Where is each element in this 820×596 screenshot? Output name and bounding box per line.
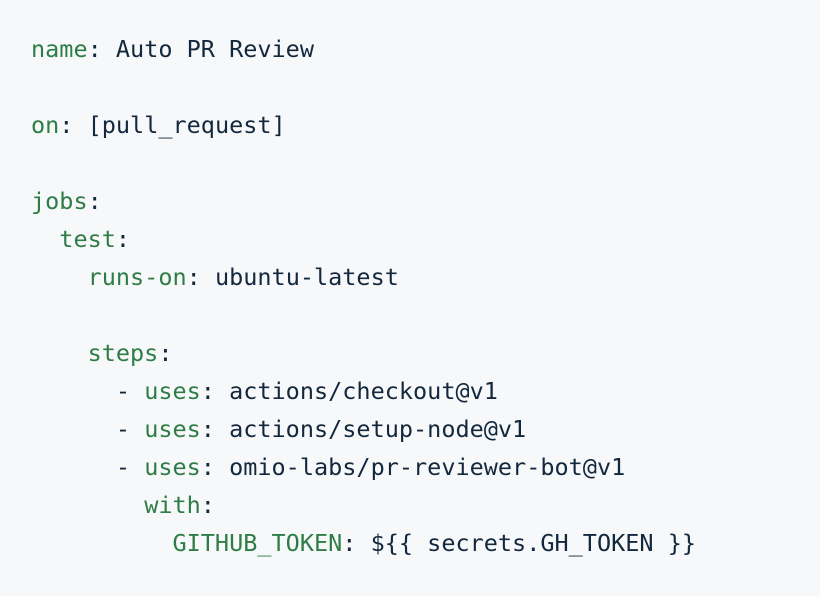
line-blank-2 xyxy=(31,144,820,182)
line-steps: steps: xyxy=(31,334,820,372)
yaml-key: runs-on xyxy=(87,263,187,291)
code-indent xyxy=(31,263,88,291)
yaml-key: uses xyxy=(144,377,201,405)
list-dash: - xyxy=(115,415,145,443)
code-block[interactable]: name: Auto PR Review on: [pull_request]jo… xyxy=(31,30,820,562)
line-step-setup-node: - uses: actions/setup-node@v1 xyxy=(31,410,820,448)
line-blank-3 xyxy=(31,296,820,334)
yaml-key: with xyxy=(144,491,201,519)
yaml-key: uses xyxy=(144,453,201,481)
yaml-colon: : xyxy=(200,453,215,481)
yaml-colon: : xyxy=(87,35,102,63)
yaml-key: test xyxy=(59,225,116,253)
line-blank-1 xyxy=(31,68,820,106)
yaml-value: actions/setup-node@v1 xyxy=(229,415,527,443)
yaml-space xyxy=(215,377,229,405)
code-indent xyxy=(31,377,116,405)
yaml-value: [pull_request] xyxy=(87,111,286,139)
yaml-space xyxy=(356,529,370,557)
code-indent xyxy=(31,491,144,519)
yaml-space xyxy=(201,263,215,291)
line-with: with: xyxy=(31,486,820,524)
line-on: on: [pull_request] xyxy=(31,106,820,144)
yaml-value: Auto PR Review xyxy=(115,35,314,63)
yaml-colon: : xyxy=(115,225,131,253)
yaml-colon: : xyxy=(87,187,102,215)
yaml-space xyxy=(73,111,87,139)
yaml-value: ubuntu-latest xyxy=(214,263,399,291)
yaml-value: actions/checkout@v1 xyxy=(229,377,498,405)
line-step-checkout: - uses: actions/checkout@v1 xyxy=(31,372,820,410)
yaml-value: ${{ secrets.GH_TOKEN }} xyxy=(370,529,696,557)
line-test: test: xyxy=(31,220,820,258)
line-step-pr-reviewer-bot: - uses: omio-labs/pr-reviewer-bot@v1 xyxy=(31,448,820,486)
code-indent xyxy=(31,529,172,557)
yaml-key: GITHUB_TOKEN xyxy=(172,529,343,557)
yaml-key: on xyxy=(31,111,60,139)
list-dash: - xyxy=(115,377,145,405)
list-dash: - xyxy=(115,453,145,481)
code-indent xyxy=(31,225,59,253)
yaml-colon: : xyxy=(200,377,215,405)
yaml-colon: : xyxy=(158,339,173,367)
yaml-key: steps xyxy=(87,339,159,367)
yaml-space xyxy=(215,453,229,481)
line-jobs: jobs: xyxy=(31,182,820,220)
yaml-colon: : xyxy=(200,415,215,443)
yaml-value: omio-labs/pr-reviewer-bot@v1 xyxy=(229,453,626,481)
yaml-key: jobs xyxy=(31,187,88,215)
line-name: name: Auto PR Review xyxy=(31,30,820,68)
code-indent xyxy=(31,453,116,481)
code-indent xyxy=(31,415,116,443)
yaml-key: name xyxy=(31,35,88,63)
yaml-colon: : xyxy=(200,491,215,519)
line-runs-on: runs-on: ubuntu-latest xyxy=(31,258,820,296)
line-github-token: GITHUB_TOKEN: ${{ secrets.GH_TOKEN }} xyxy=(31,524,820,562)
yaml-space xyxy=(102,35,116,63)
yaml-colon: : xyxy=(342,529,357,557)
yaml-colon: : xyxy=(59,111,74,139)
yaml-space xyxy=(215,415,229,443)
yaml-colon: : xyxy=(186,263,201,291)
code-indent xyxy=(31,339,88,367)
yaml-key: uses xyxy=(144,415,201,443)
